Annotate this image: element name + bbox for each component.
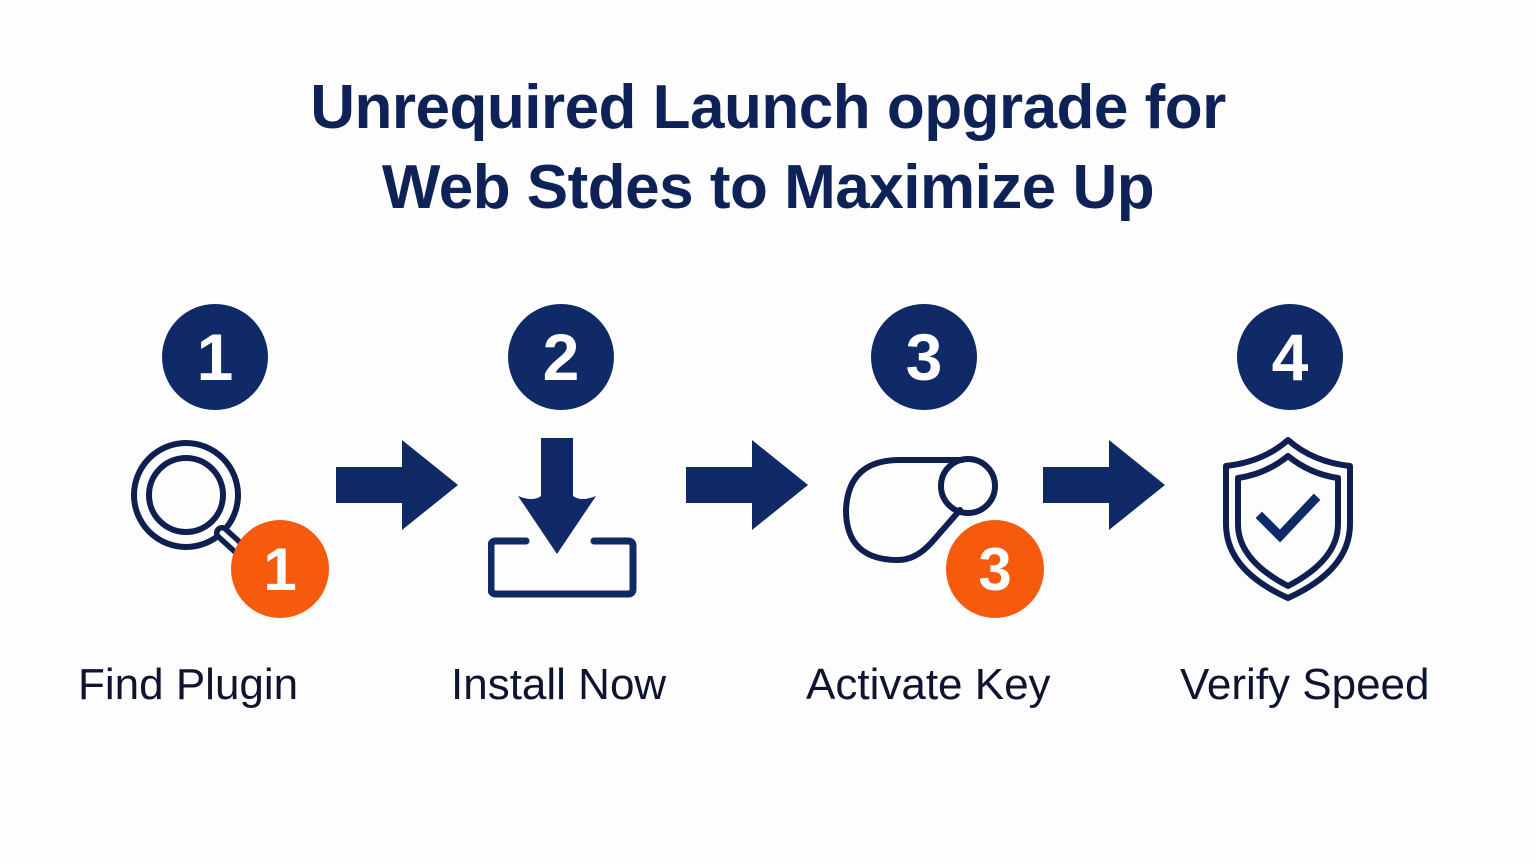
- step-number-badge: 2: [508, 304, 614, 410]
- arrow-right-icon: [686, 440, 808, 530]
- sub-badge: 1: [231, 520, 329, 618]
- arrow-right-icon: [1043, 440, 1165, 530]
- title-line-2: Web Stdes to Maximize Up: [381, 153, 1155, 222]
- arrow-right-icon: [336, 440, 458, 530]
- download-tray-icon: [488, 438, 637, 598]
- step-label: Verify Speed: [1180, 660, 1430, 709]
- step-number-badge: 4: [1237, 304, 1343, 410]
- sub-badge: 3: [946, 520, 1044, 618]
- step-label: Activate Key: [806, 660, 1051, 709]
- step-number-badge: 1: [162, 304, 268, 410]
- step-number-badge: 3: [871, 304, 977, 410]
- shield-check-icon: [1223, 437, 1353, 601]
- title-line-1: Unrequired Launch opgrade for: [310, 73, 1226, 142]
- step-label: Find Plugin: [78, 660, 299, 709]
- step-label: Install Now: [451, 660, 667, 709]
- key-fob-icon: [842, 456, 998, 564]
- diagram-title: Unrequired Launch opgrade for Web Stdes …: [0, 68, 1536, 228]
